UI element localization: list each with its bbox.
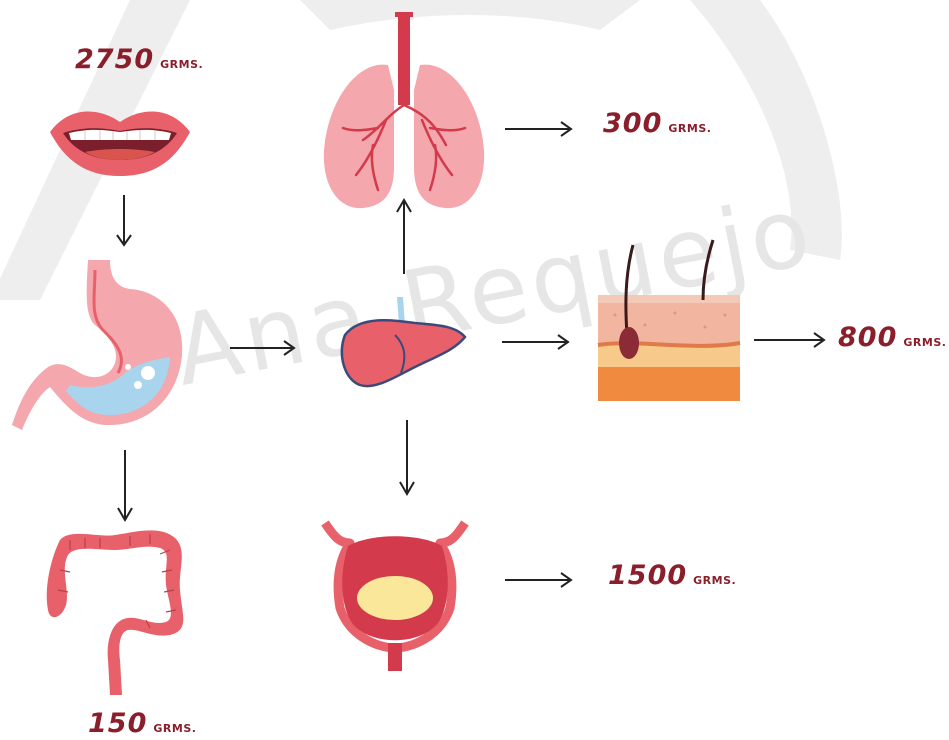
intestine-icon — [40, 520, 190, 700]
bladder-icon — [320, 518, 470, 676]
liver-icon — [335, 295, 470, 395]
intestine-water-unit: GRMS. — [153, 722, 196, 735]
lungs-water-unit: GRMS. — [668, 122, 711, 135]
arrow-lungs-to-value — [503, 117, 575, 141]
arrow-liver-to-skin — [500, 330, 572, 354]
lungs-icon — [318, 10, 490, 215]
arrow-stomach-to-intestine — [113, 448, 137, 523]
skin-water-value: 800 — [838, 322, 897, 353]
stomach-icon — [10, 255, 190, 435]
mouth-water-unit: GRMS. — [160, 58, 203, 71]
bladder-water-label: 1500 GRMS. — [608, 560, 736, 591]
intestine-water-label: 150 GRMS. — [88, 708, 196, 739]
arrow-bladder-to-value — [503, 568, 575, 592]
lungs-water-value: 300 — [603, 108, 662, 139]
skin-water-label: 800 GRMS. — [838, 322, 946, 353]
mouth-water-value: 2750 — [75, 44, 154, 75]
skin-water-unit: GRMS. — [903, 336, 946, 349]
lungs-water-label: 300 GRMS. — [603, 108, 711, 139]
arrow-liver-to-lungs — [392, 198, 416, 276]
mouth-icon — [45, 100, 195, 180]
arrow-stomach-to-liver — [228, 336, 298, 360]
arrow-liver-to-bladder — [395, 418, 419, 496]
skin-icon — [595, 235, 745, 405]
bladder-water-unit: GRMS. — [693, 574, 736, 587]
bladder-water-value: 1500 — [608, 560, 687, 591]
arrow-mouth-to-stomach — [112, 193, 136, 249]
intestine-water-value: 150 — [88, 708, 147, 739]
arrow-skin-to-value — [752, 328, 828, 352]
mouth-water-label: 2750 GRMS. — [75, 44, 203, 75]
